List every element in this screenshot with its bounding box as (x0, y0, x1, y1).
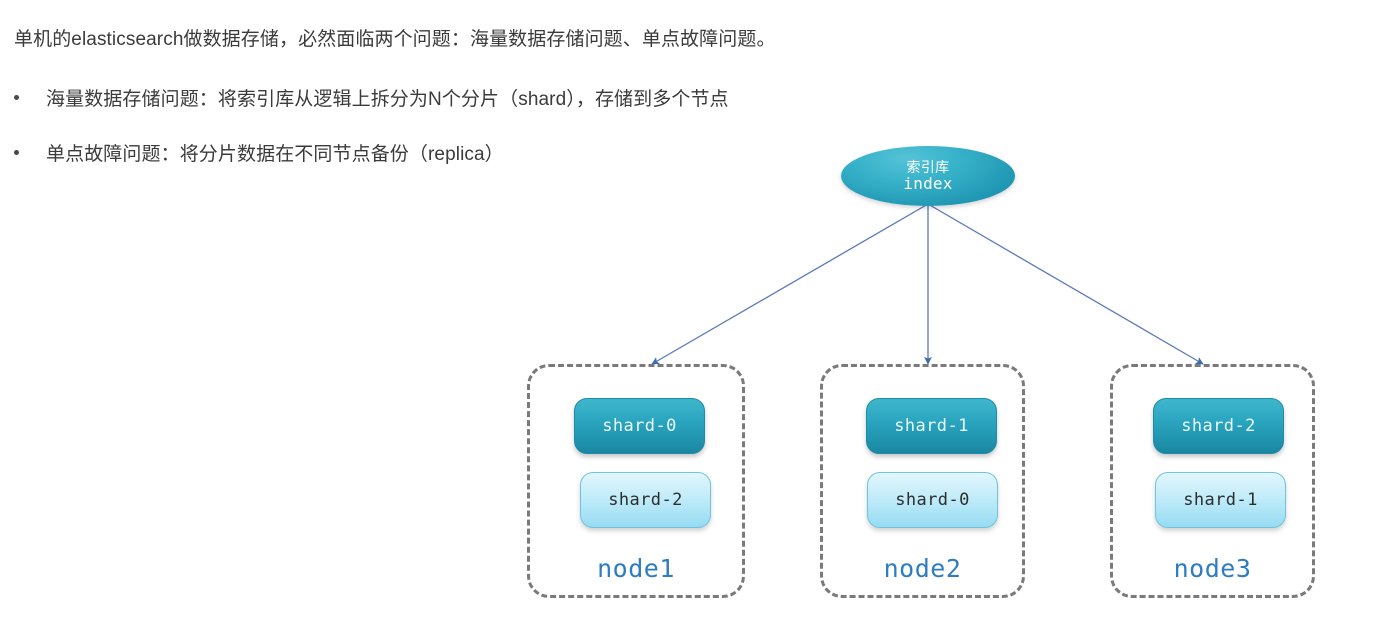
primary-shard-node3[interactable]: shard-2 (1153, 398, 1284, 454)
node-label-node1: node1 (597, 554, 675, 583)
arrow-index-to-node3 (927, 203, 1204, 365)
node-box-node1[interactable]: shard-0 shard-2 node1 (527, 364, 745, 598)
primary-shard-label: shard-2 (1181, 416, 1256, 436)
bullet-item-label: 海量数据存储问题：将索引库从逻辑上拆分为N个分片（shard），存储到多个节点 (46, 89, 729, 110)
replica-shard-label: shard-2 (608, 490, 683, 510)
node-box-node3[interactable]: shard-2 shard-1 node3 (1110, 364, 1315, 598)
bullet-item-label: 单点故障问题：将分片数据在不同节点备份（replica） (46, 144, 504, 165)
index-node[interactable]: 索引库 index (841, 146, 1015, 206)
primary-shard-label: shard-0 (602, 416, 677, 436)
replica-shard-node2[interactable]: shard-0 (867, 472, 998, 528)
index-node-title-en: index (903, 173, 953, 193)
bullet-item-replication: 单点故障问题：将分片数据在不同节点备份（replica） (14, 143, 504, 167)
replica-shard-node1[interactable]: shard-2 (580, 472, 711, 528)
bullet-dot-icon (14, 95, 19, 100)
primary-shard-label: shard-1 (894, 416, 969, 436)
replica-shard-node3[interactable]: shard-1 (1155, 472, 1286, 528)
node-label-node2: node2 (883, 554, 962, 583)
node-label-node3: node3 (1173, 554, 1252, 583)
index-node-title-cn: 索引库 (906, 158, 950, 175)
primary-shard-node1[interactable]: shard-0 (574, 398, 705, 454)
bullet-dot-icon (14, 150, 19, 155)
lead-paragraph: 单机的elasticsearch做数据存储，必然面临两个问题：海量数据存储问题、… (14, 29, 776, 50)
bullet-item-sharding: 海量数据存储问题：将索引库从逻辑上拆分为N个分片（shard），存储到多个节点 (14, 88, 729, 112)
node-box-node2[interactable]: shard-1 shard-0 node2 (820, 364, 1025, 598)
primary-shard-node2[interactable]: shard-1 (866, 398, 997, 454)
arrow-index-to-node1 (651, 203, 929, 365)
replica-shard-label: shard-0 (895, 490, 970, 510)
replica-shard-label: shard-1 (1183, 490, 1258, 510)
